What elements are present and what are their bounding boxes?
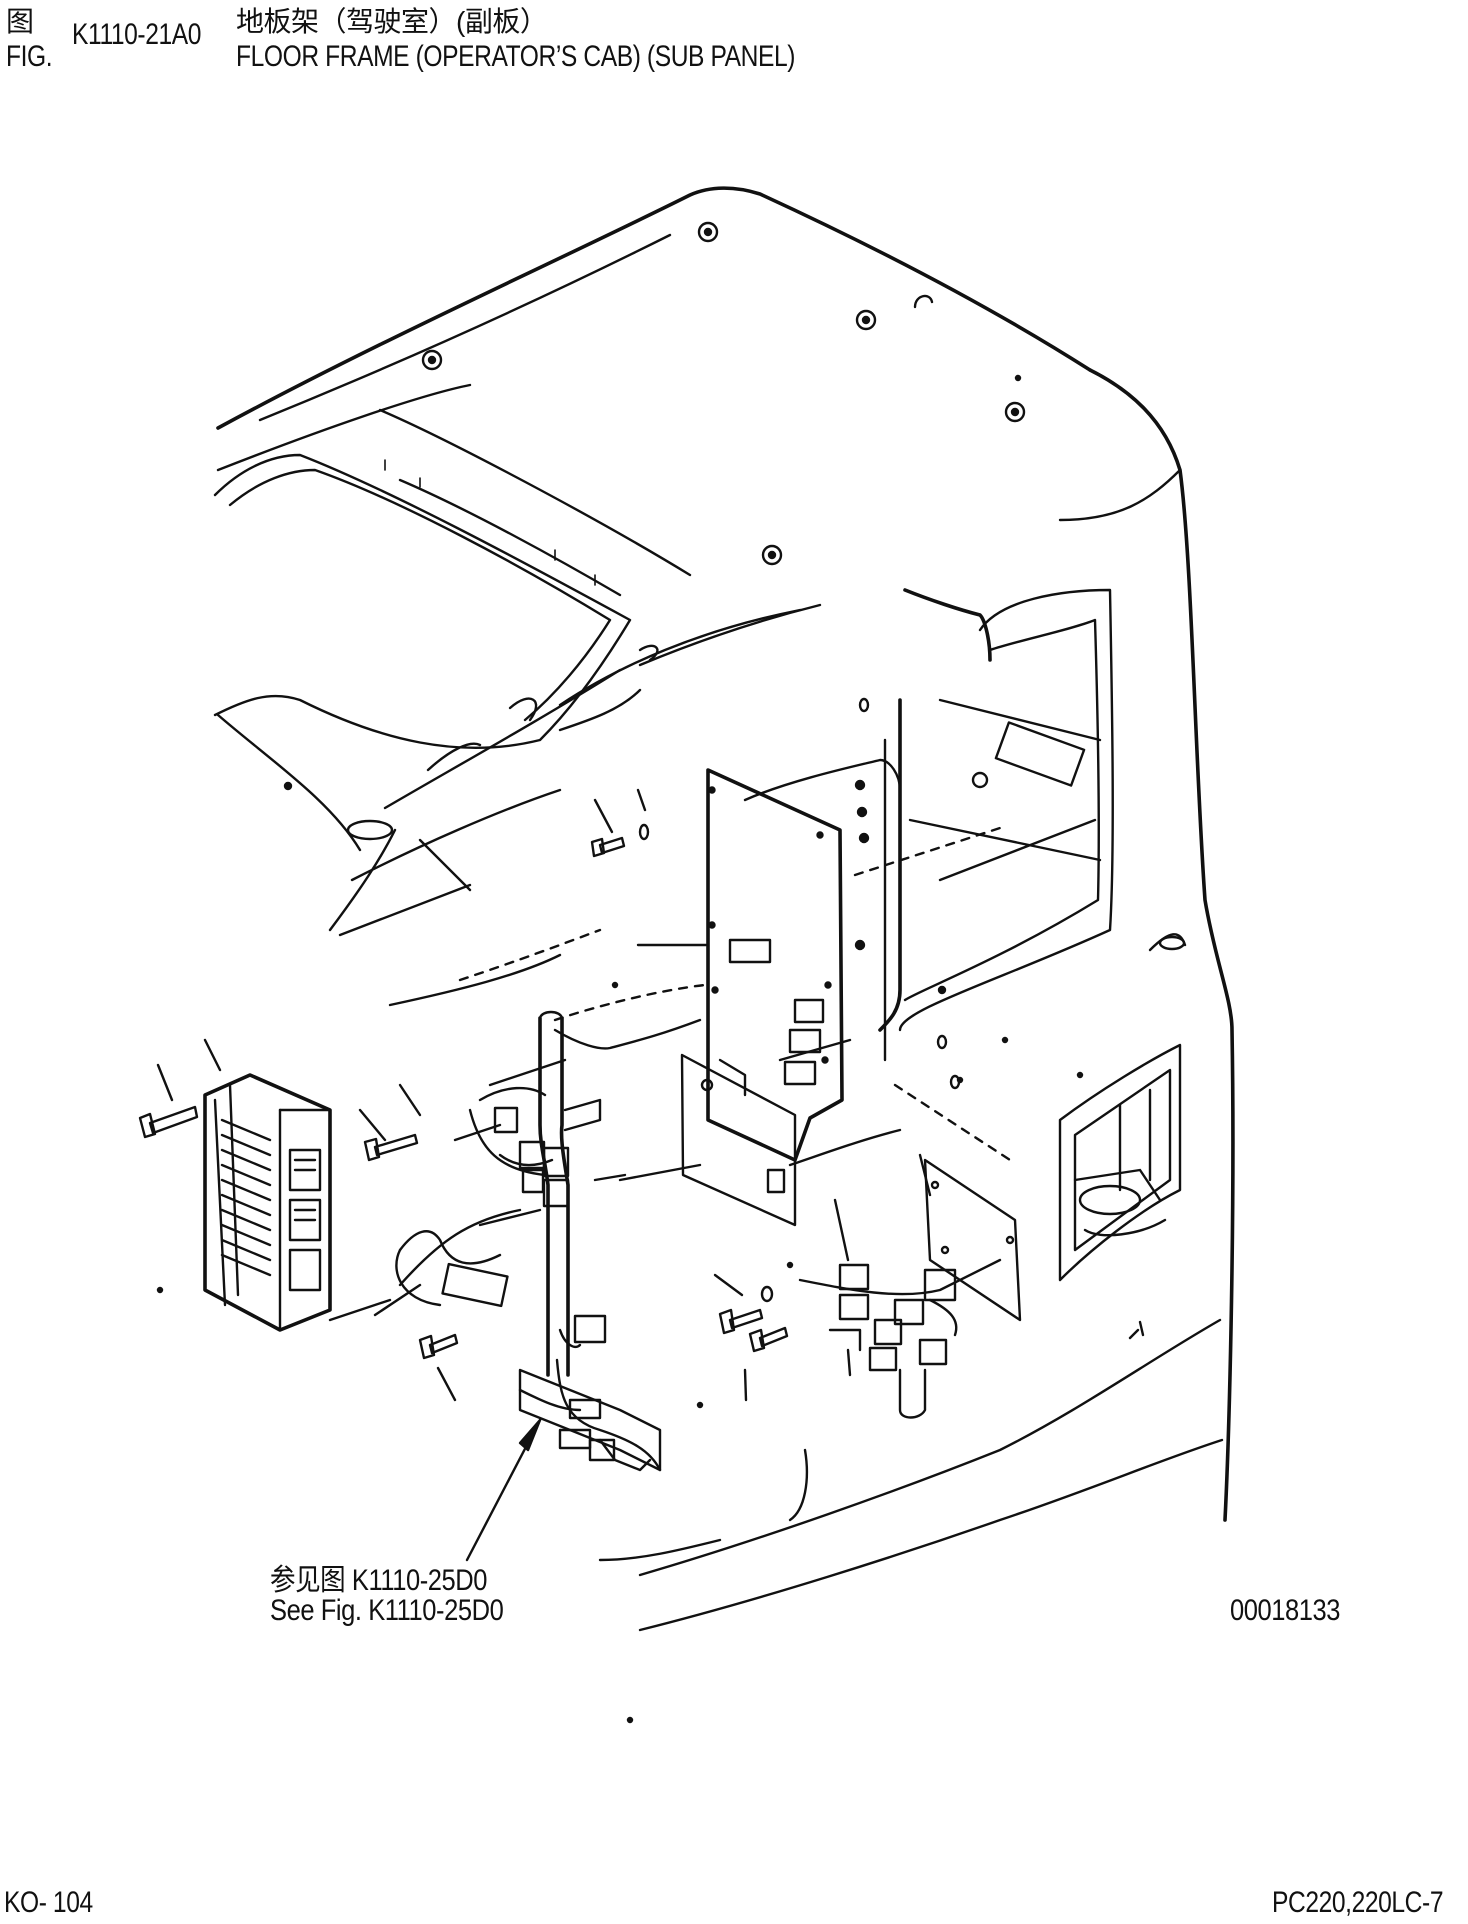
bolt-and-washer-hardware: [138, 697, 961, 1360]
cross-reference-en: See Fig. K1110-25D0: [270, 1594, 504, 1627]
pillar-bolts: [156, 779, 1084, 1724]
leader-lines: [156, 688, 932, 1402]
figure-label-cn: 图: [6, 6, 34, 37]
cross-reference-cn: 参见图 K1110-25D0: [270, 1564, 488, 1597]
cab-side-wall: [743, 588, 1187, 1062]
controller-unit: [203, 1073, 332, 1332]
illustration-number: 00018133: [1230, 1594, 1341, 1627]
right-side-connectors: [788, 1128, 1022, 1419]
lower-side-opening: [1058, 1043, 1182, 1340]
cross-reference-leader: [465, 1418, 542, 1562]
cab-roof-outline: [216, 186, 1235, 1522]
figure-title-en: FLOOR FRAME (OPERATOR’S CAB) (SUB PANEL): [236, 40, 796, 73]
figure-code: K1110-21A0: [72, 18, 202, 51]
figure-label-en: FIG.: [6, 40, 53, 73]
machine-model: PC220,220LC-7: [1272, 1886, 1444, 1919]
front-pillar: [216, 603, 822, 932]
roof-bolts: [421, 221, 1026, 566]
roof-window-recess: [213, 408, 692, 750]
floor-edge: [598, 1318, 1224, 1632]
page-number: KO- 104: [4, 1886, 93, 1919]
dashed-hidden-lines: [458, 826, 1012, 1162]
figure-title-cn: 地板架（驾驶室）(副板）: [236, 6, 548, 37]
wiring-harness: [395, 1010, 702, 1472]
sub-panel: [680, 768, 844, 1227]
